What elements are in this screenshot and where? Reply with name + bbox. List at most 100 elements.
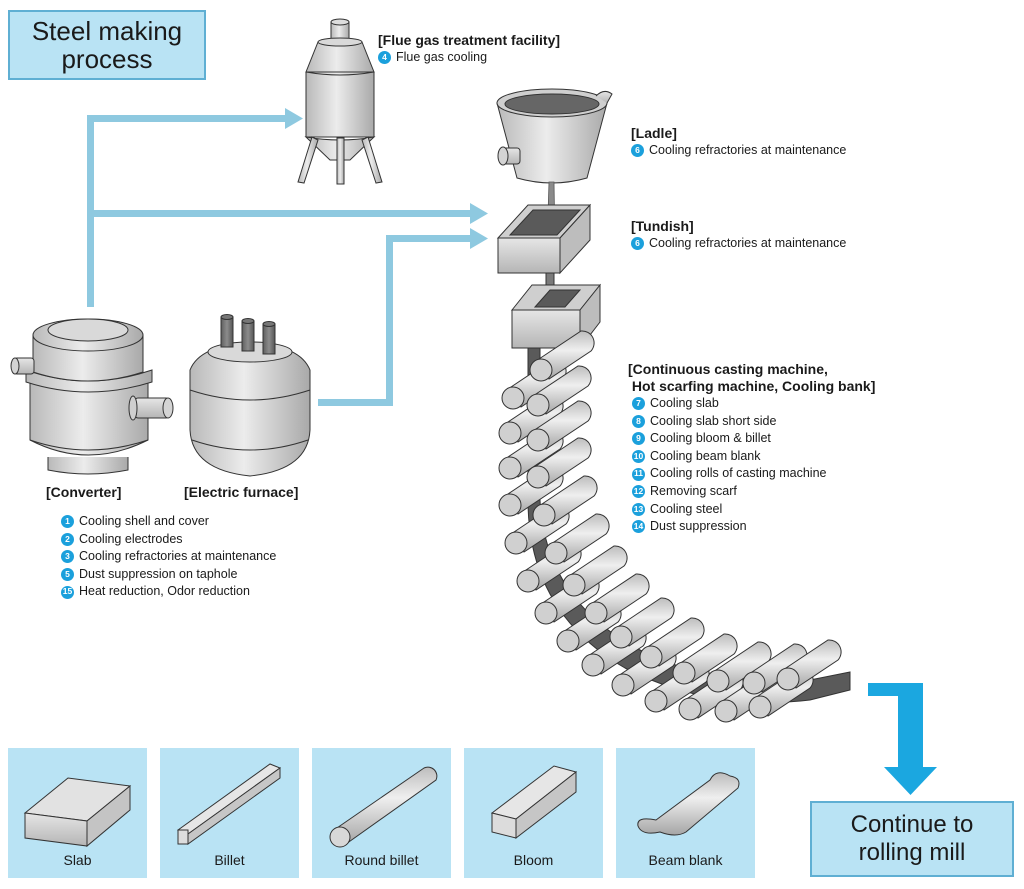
casting-heading-line2: Hot scarfing machine, Cooling bank]	[628, 378, 876, 394]
number-badge: 6	[631, 144, 644, 158]
diagram-title-line1: Steel making	[31, 16, 183, 46]
flow-line-furnace-up	[386, 235, 393, 406]
list-item: 1 Cooling shell and cover	[61, 513, 276, 531]
casting-heading-line1: [Continuous casting machine,	[628, 361, 828, 377]
list-item: 6 Cooling refractories at maintenance	[631, 142, 846, 160]
number-badge: 3	[61, 550, 74, 564]
flow-lines	[87, 108, 488, 406]
slab-icon	[23, 777, 132, 848]
round-billet-icon	[329, 766, 438, 848]
ladle-section: [Ladle] 6 Cooling refractories at mainte…	[631, 125, 846, 160]
casting-roll	[639, 617, 705, 669]
item-text: Cooling shell and cover	[79, 514, 209, 528]
final-arrow	[868, 683, 937, 795]
number-badge: 11	[632, 467, 645, 481]
item-text: Dust suppression	[650, 519, 747, 534]
flue-gas-heading: [Flue gas treatment facility]	[378, 32, 561, 48]
electric-furnace-icon	[189, 314, 311, 477]
number-badge: 1	[61, 515, 74, 529]
diagram-title-box: Steel making process	[8, 10, 206, 80]
list-item: 9 Cooling bloom & billet	[632, 430, 875, 448]
casting-section: [Continuous casting machine, Hot scarfin…	[628, 361, 875, 536]
number-badge: 10	[632, 450, 645, 464]
item-text: Cooling bloom & billet	[650, 431, 771, 446]
list-item: 12 Removing scarf	[632, 483, 875, 501]
list-item: 6 Cooling refractories at maintenance	[631, 235, 846, 253]
product-label: Bloom	[513, 852, 554, 868]
casting-roll	[526, 365, 592, 417]
list-item: 2 Cooling electrodes	[61, 531, 276, 549]
item-text: Removing scarf	[650, 483, 737, 498]
product-panel-beam-blank: Beam blank	[616, 748, 755, 878]
tundish-section: [Tundish] 6 Cooling refractories at main…	[631, 218, 846, 253]
item-text: Cooling slab	[650, 396, 719, 410]
list-item: 14 Dust suppression	[632, 518, 875, 536]
product-label: Beam blank	[648, 852, 723, 868]
casting-roll	[544, 513, 610, 565]
product-label: Round billet	[344, 852, 419, 868]
number-badge: 13	[632, 502, 645, 516]
item-text: Flue gas cooling	[396, 50, 488, 64]
ladle-heading: [Ladle]	[631, 125, 677, 141]
product-panel-bloom: Bloom	[464, 748, 603, 878]
flow-arrowhead-flue-gas	[285, 108, 303, 129]
product-panel-slab: Slab	[8, 748, 147, 878]
product-label: Billet	[214, 852, 245, 868]
casting-roll	[776, 639, 842, 691]
billet-icon	[176, 763, 282, 845]
continue-to-rolling-mill-box: Continue to rolling mill	[810, 801, 1014, 877]
item-text: Cooling steel	[650, 501, 723, 516]
casting-rolls	[498, 330, 842, 723]
number-badge: 14	[632, 520, 645, 534]
number-badge: 8	[632, 414, 645, 428]
electric-furnace-heading: [Electric furnace]	[184, 484, 299, 500]
item-text: Cooling slab short side	[650, 413, 777, 428]
number-badge: 15	[61, 585, 74, 599]
number-badge: 9	[632, 432, 645, 446]
number-badge: 7	[632, 397, 645, 411]
flow-line-furnace-out	[318, 399, 393, 406]
number-badge: 4	[378, 51, 391, 65]
flow-arrowhead-tundish-upper	[470, 203, 488, 224]
casting-roll	[532, 475, 598, 527]
item-text: Cooling electrodes	[79, 531, 183, 546]
converter-icon	[10, 318, 174, 475]
product-panel-billet: Billet	[160, 748, 299, 878]
casting-roll	[526, 437, 592, 489]
casting-roll	[609, 597, 675, 649]
ladle-icon	[496, 88, 613, 249]
list-item: 13 Cooling steel	[632, 501, 875, 519]
tundish-heading: [Tundish]	[631, 218, 694, 234]
item-text: Heat reduction, Odor reduction	[79, 584, 250, 599]
casting-roll	[672, 633, 738, 685]
furnace-item-list: 1 Cooling shell and cover 2 Cooling electro…	[61, 513, 276, 601]
list-item: 8 Cooling slab short side	[632, 413, 875, 431]
flow-line-to-tundish-lower	[386, 235, 472, 242]
product-panel-round-billet: Round billet	[312, 748, 451, 878]
list-item: 15 Heat reduction, Odor reduction	[61, 583, 276, 601]
flue-gas-section: [Flue gas treatment facility] 4 Flue gas…	[378, 32, 560, 67]
item-text: Cooling beam blank	[650, 448, 761, 463]
flow-arrowhead-tundish-lower	[470, 228, 488, 249]
list-item: 3 Cooling refractories at maintenance	[61, 548, 276, 566]
casting-roll	[584, 573, 650, 625]
item-text: Cooling refractories at maintenance	[79, 549, 277, 564]
beam-blank-icon	[637, 772, 740, 836]
casting-roll	[529, 330, 595, 382]
item-text: Cooling refractories at maintenance	[649, 236, 847, 250]
number-badge: 12	[632, 485, 645, 499]
item-text: Dust suppression on taphole	[79, 566, 238, 581]
flow-line-to-tundish-upper	[87, 210, 472, 217]
product-label: Slab	[63, 852, 92, 868]
list-item: 4 Flue gas cooling	[378, 49, 560, 67]
diagram-title-line2: process	[61, 44, 153, 74]
list-item: 7 Cooling slab	[632, 395, 875, 413]
number-badge: 2	[61, 532, 74, 546]
casting-roll	[526, 400, 592, 452]
casting-roll	[742, 643, 808, 695]
flow-line-to-flue-gas	[87, 115, 287, 122]
